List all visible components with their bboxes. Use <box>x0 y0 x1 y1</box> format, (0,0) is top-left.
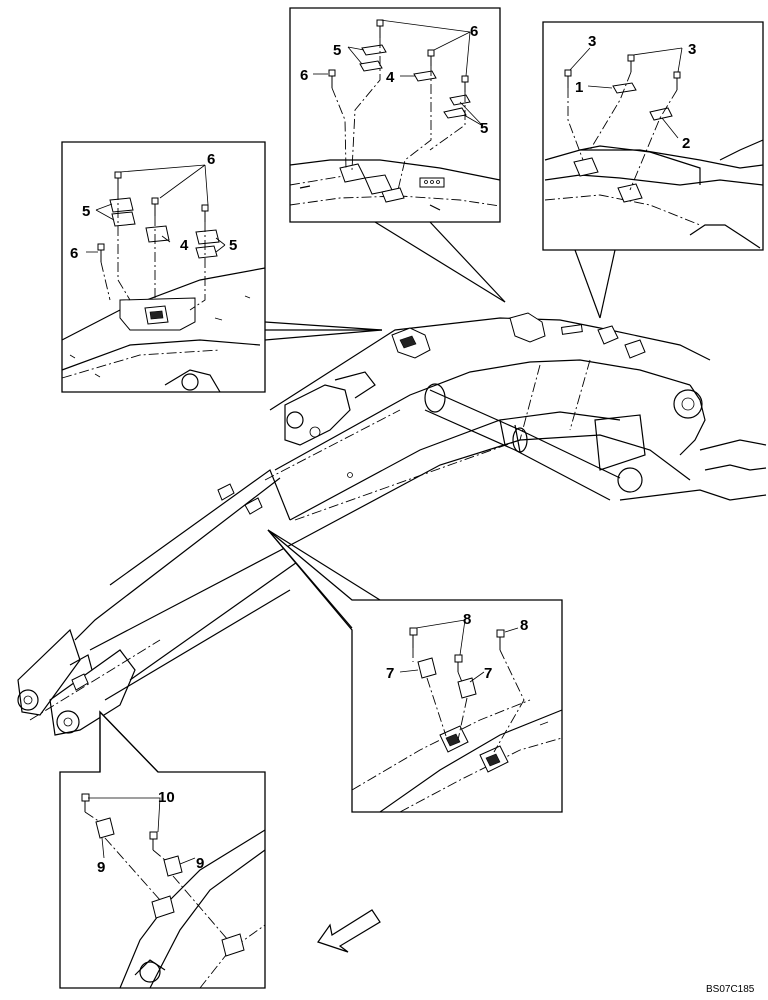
callout-8: 8 <box>520 617 528 634</box>
callout-labels: 6 5 6 4 5 3 3 1 2 6 5 4 5 6 8 8 7 7 10 9… <box>70 23 696 876</box>
callout-5: 5 <box>333 42 341 59</box>
callout-9: 9 <box>196 855 204 872</box>
boom-top-clamps <box>391 312 646 359</box>
callout-3: 3 <box>588 33 596 50</box>
drawing-code: BS07C185 <box>706 984 755 995</box>
callout-4: 4 <box>386 69 395 86</box>
callout-7: 7 <box>484 665 492 682</box>
callout-3: 3 <box>688 41 696 58</box>
arm-assembly <box>17 469 301 736</box>
callout-6: 6 <box>70 245 78 262</box>
callout-9: 9 <box>97 859 105 876</box>
boom-cylinder <box>424 383 646 501</box>
callout-10: 10 <box>158 789 175 806</box>
callout-2: 2 <box>682 135 690 152</box>
callout-8: 8 <box>463 611 471 628</box>
front-direction-arrow-icon <box>317 909 381 953</box>
detail-view-left <box>61 141 383 393</box>
callout-7: 7 <box>386 665 394 682</box>
callout-5: 5 <box>480 120 488 137</box>
boom-assembly <box>264 317 767 541</box>
detail-view-middle-right <box>267 529 563 813</box>
detail-view-bottom-left <box>59 710 266 989</box>
callout-6: 6 <box>300 67 308 84</box>
callout-6: 6 <box>207 151 215 168</box>
detail-view-top-right <box>542 21 764 319</box>
callout-1: 1 <box>575 79 583 96</box>
callout-4: 4 <box>180 237 189 254</box>
arm-clamp <box>217 483 263 515</box>
callout-6: 6 <box>470 23 478 40</box>
callout-5: 5 <box>229 237 237 254</box>
detail-view-top-center <box>289 7 506 303</box>
callout-5: 5 <box>82 203 90 220</box>
